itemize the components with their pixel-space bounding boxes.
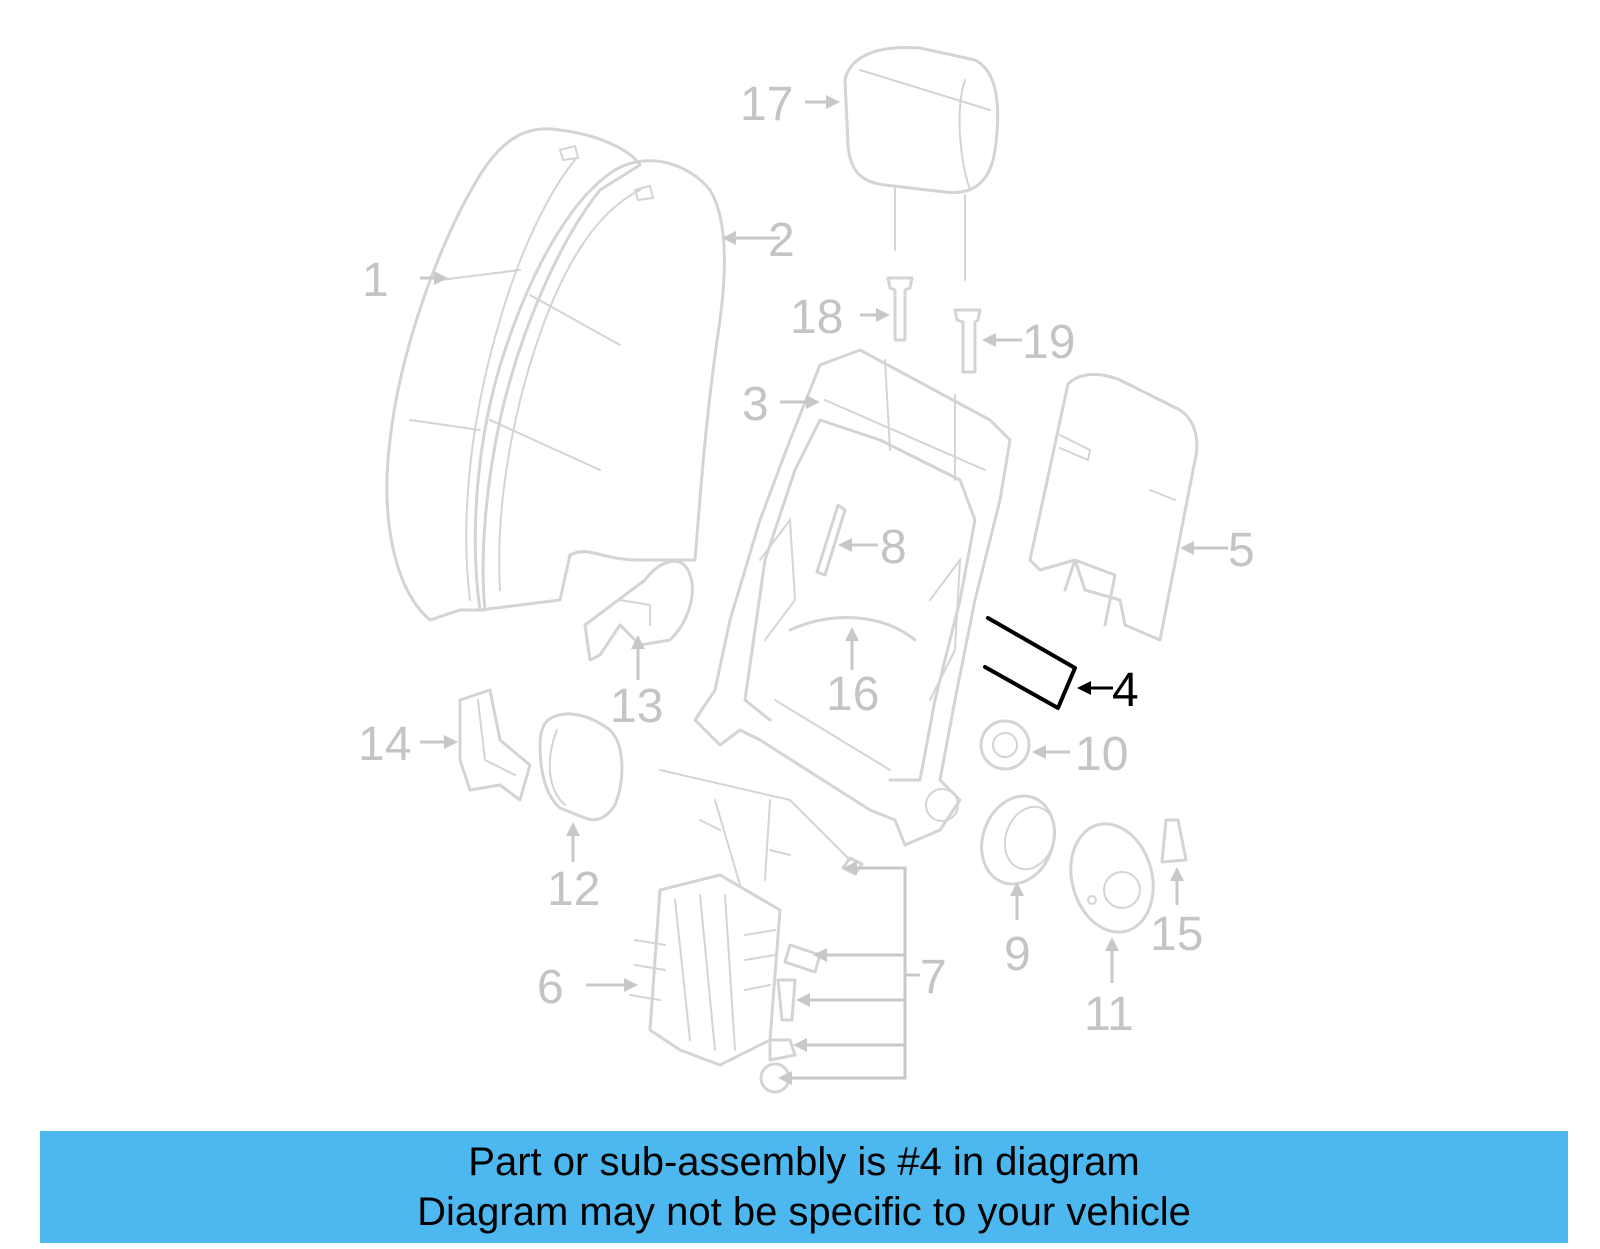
callout-2: 2 <box>768 214 795 267</box>
part-14-bracket <box>458 688 532 802</box>
callout-15: 15 <box>1150 908 1203 961</box>
leader-lines <box>420 95 1228 1085</box>
callout-7: 7 <box>920 951 947 1004</box>
part-9-knob <box>980 794 1057 886</box>
callout-3: 3 <box>742 378 769 431</box>
part-6-lumbar <box>629 769 851 1067</box>
callout-19: 19 <box>1022 316 1075 369</box>
banner-line-disclaimer: Diagram may not be specific to your vehi… <box>417 1190 1191 1234</box>
part-1-seat-back-cover <box>385 127 642 622</box>
callout-14: 14 <box>358 718 411 771</box>
callout-16: 16 <box>826 668 879 721</box>
callout-4: 4 <box>1112 664 1139 717</box>
callout-17: 17 <box>740 78 793 131</box>
part-13-hinge-cover <box>583 559 694 662</box>
callout-5: 5 <box>1228 524 1255 577</box>
banner-line-part-number: Part or sub-assembly is #4 in diagram <box>468 1140 1140 1184</box>
info-banner: Part or sub-assembly is #4 in diagram Di… <box>40 1131 1568 1243</box>
callout-1: 1 <box>362 254 389 307</box>
part-3-seat-back-frame <box>693 348 1012 847</box>
part-10-gear <box>979 719 1031 771</box>
part-8-bracket <box>815 503 847 577</box>
callout-13: 13 <box>610 680 663 733</box>
part-2-seat-back-trim <box>473 144 726 612</box>
part-15-plug <box>1160 818 1188 864</box>
callout-12: 12 <box>547 863 600 916</box>
part-5-back-panel <box>1028 373 1199 642</box>
part-16-wire <box>788 616 917 642</box>
callout-10: 10 <box>1075 728 1128 781</box>
part-11-cover <box>1069 822 1155 934</box>
part-12-trim-cap <box>538 712 624 822</box>
callout-9: 9 <box>1004 928 1031 981</box>
part-18-guide <box>886 276 914 342</box>
part-19-guide <box>953 308 982 374</box>
callout-18: 18 <box>790 291 843 344</box>
callout-11: 11 <box>1084 988 1134 1041</box>
part-4-highlighted <box>983 616 1077 710</box>
part-17-headrest <box>843 45 1000 281</box>
callout-8: 8 <box>880 521 907 574</box>
callout-labels: 1 2 3 4 5 6 7 8 9 10 11 12 13 14 15 16 1… <box>358 78 1255 1041</box>
callout-6: 6 <box>537 961 564 1014</box>
